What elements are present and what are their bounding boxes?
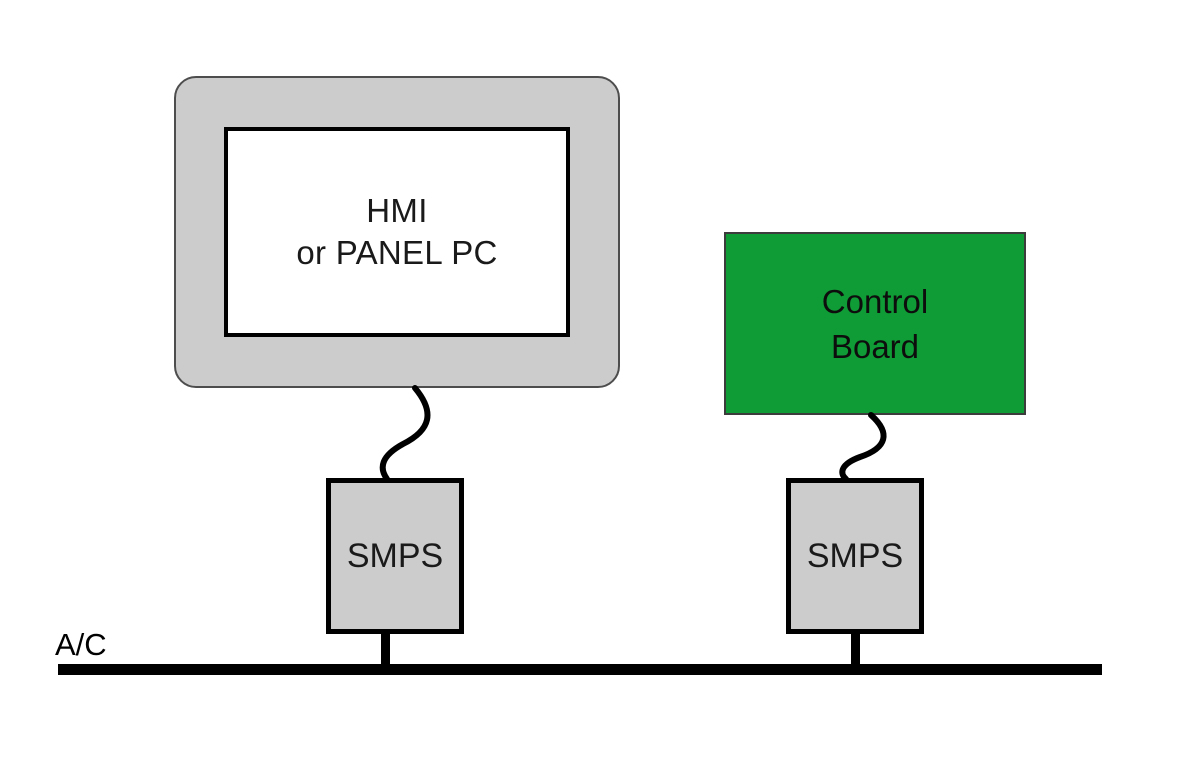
cable-hmi-to-smps-left bbox=[379, 385, 431, 482]
hmi-label-line1: HMI bbox=[366, 192, 428, 229]
hmi-label-line2: or PANEL PC bbox=[296, 234, 498, 271]
control-board-label-line2: Board bbox=[830, 327, 920, 365]
hmi-panel-screen: HMI or PANEL PC bbox=[224, 127, 570, 337]
power-drop-right bbox=[851, 632, 860, 668]
power-drop-left bbox=[381, 632, 390, 668]
cable-control-board-to-smps-right bbox=[839, 412, 887, 482]
ac-bus-label: A/C bbox=[55, 627, 107, 662]
smps-right-label: SMPS bbox=[806, 537, 904, 575]
control-board-block: Control Board bbox=[724, 232, 1026, 415]
control-board-label-line1: Control bbox=[821, 282, 929, 320]
smps-right-block: SMPS bbox=[786, 478, 924, 634]
smps-left-label: SMPS bbox=[346, 537, 444, 575]
ac-power-bus-line bbox=[58, 664, 1102, 675]
smps-left-block: SMPS bbox=[326, 478, 464, 634]
